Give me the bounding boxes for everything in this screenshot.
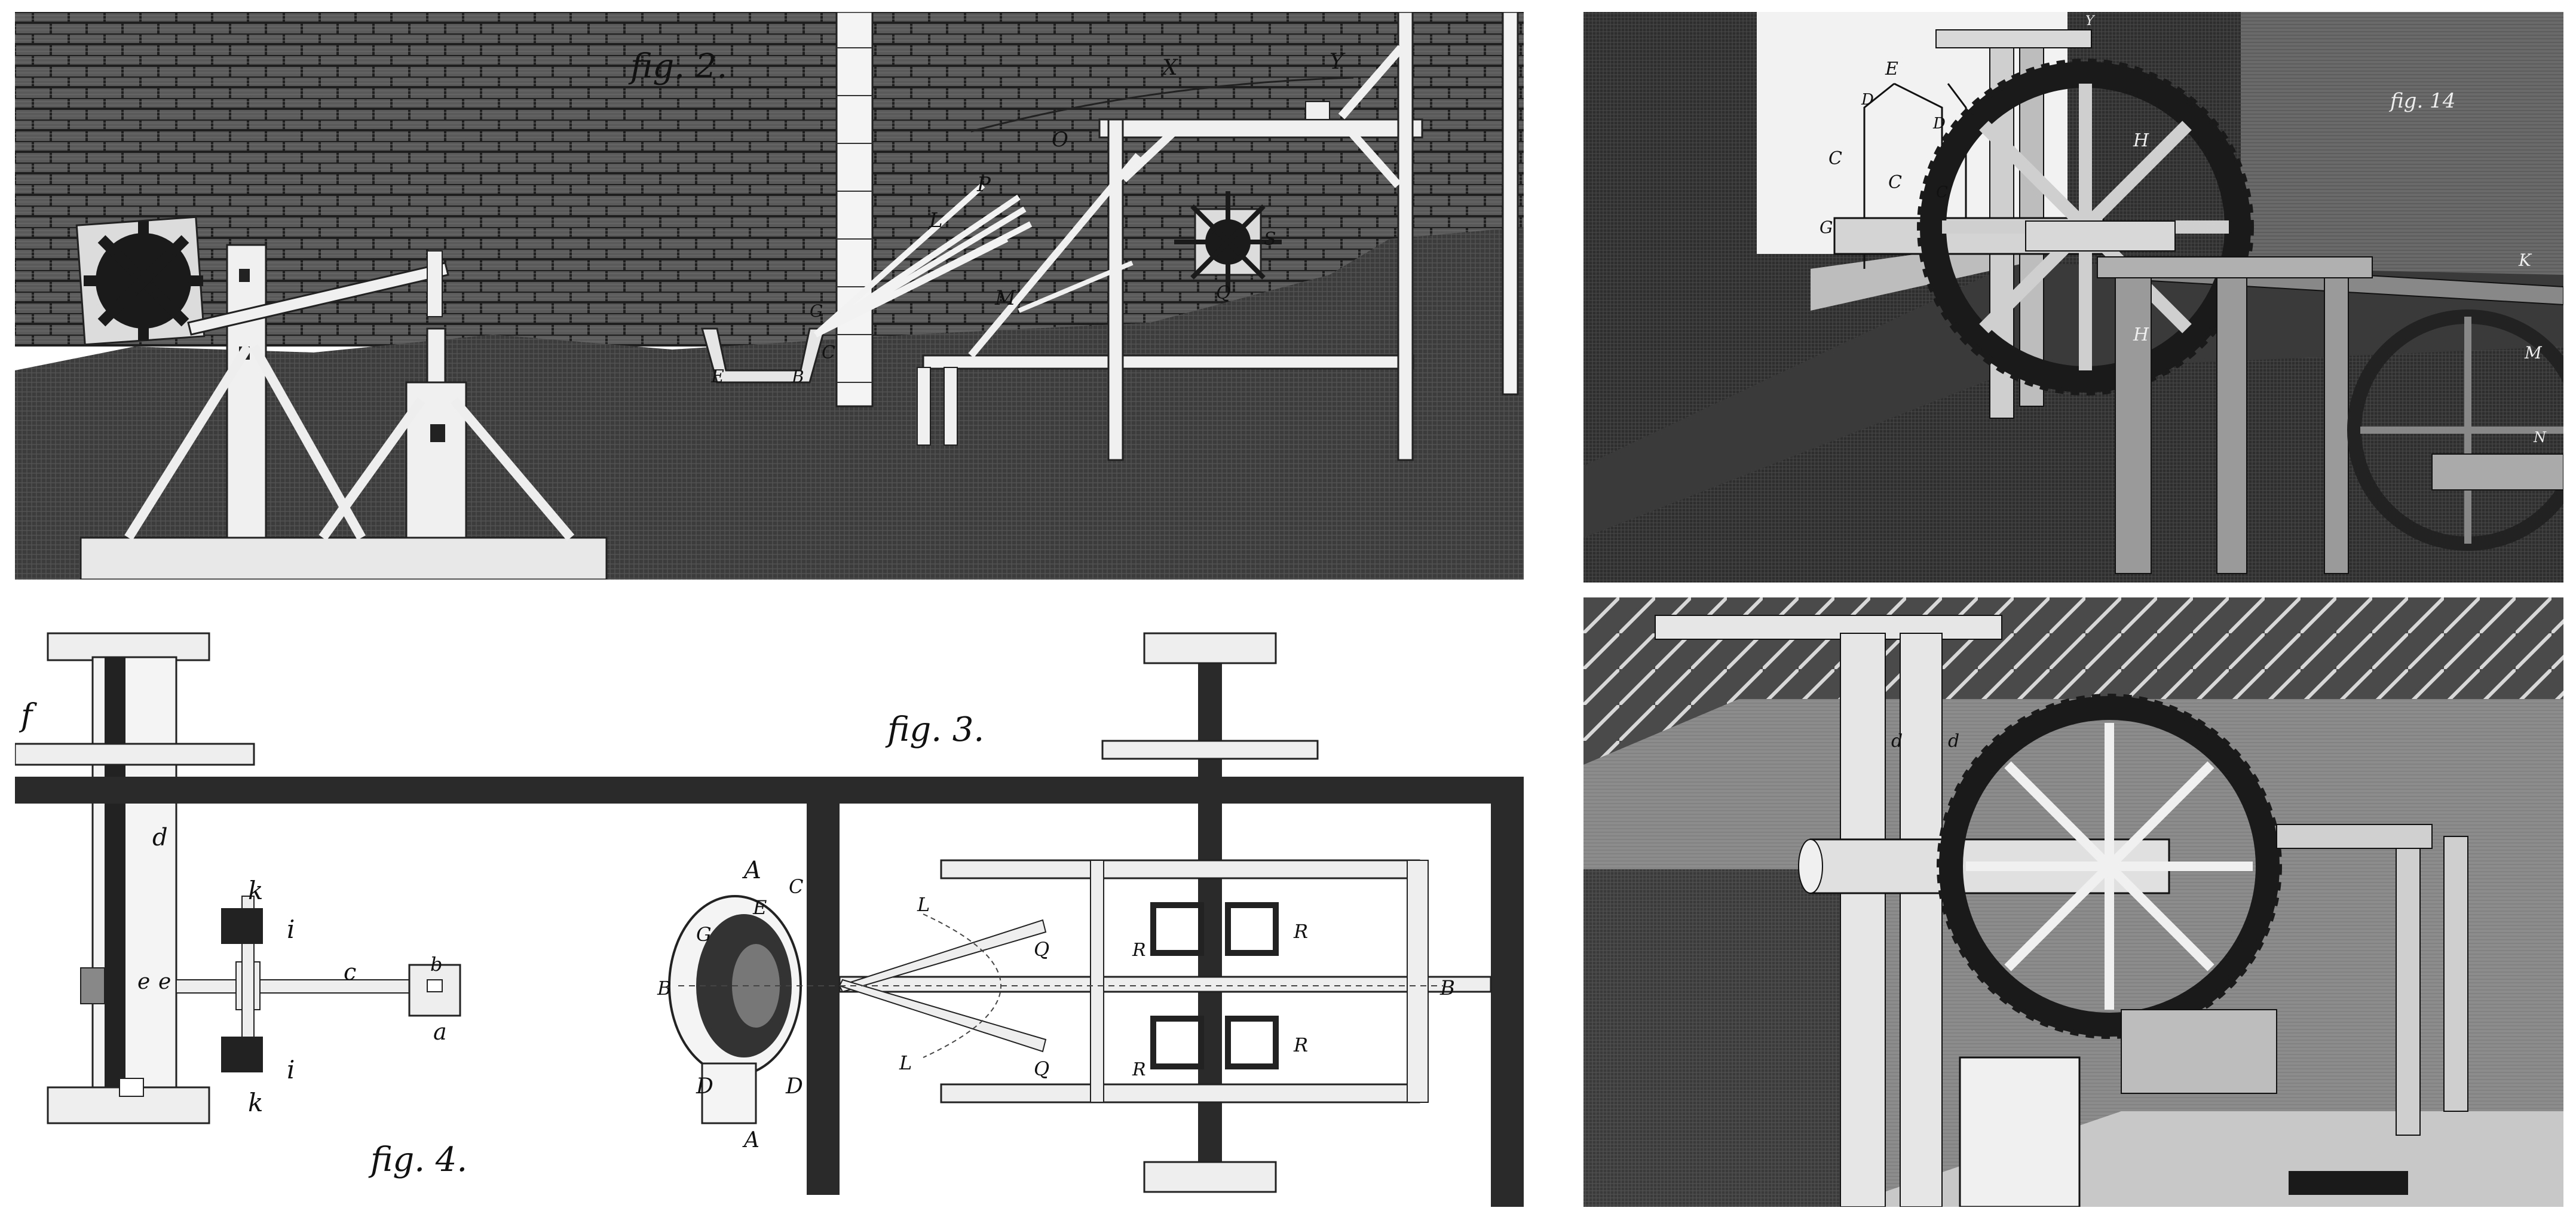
engraving-bottom-drawing: d d <box>1583 597 2563 1207</box>
engraving-top-letter-e: E <box>1885 59 1898 79</box>
fig4-letter-i-top: i <box>287 915 295 944</box>
fig2-letter-q: Q <box>1216 283 1231 304</box>
fig2-caption: fig. 2. <box>628 47 727 86</box>
fig3-fig4-drawing: fig. 3. A E C G B B D D A L L Q Q R R R … <box>15 632 1524 1207</box>
engraving-top-letter-d2: D <box>1932 115 1946 133</box>
fig4-letter-c: c <box>344 959 356 985</box>
engraving-top-caption: fig. 14 <box>2388 89 2455 113</box>
engraving-top-letter-g: G <box>1820 217 1833 237</box>
fig3-caption: fig. 3. <box>885 710 984 749</box>
engraving-top-letter-m: M <box>2524 343 2543 363</box>
fig4-letter-e1: e <box>137 970 150 994</box>
fig3-letter-l-top: L <box>917 893 930 916</box>
fig3-letter-g: G <box>696 923 712 946</box>
fig3-letter-q-bottom: Q <box>1034 1057 1049 1080</box>
engraving-top-letter-k: K <box>2518 250 2532 270</box>
fig4-caption: fig. 4. <box>368 1141 467 1179</box>
fig3-letter-d-left: D <box>696 1074 713 1099</box>
engraving-top-letter-c2: C <box>1888 172 1902 193</box>
engraving-bottom-letter-d2: d <box>1948 731 1959 752</box>
engraving-top-letter-h2: H <box>2133 324 2149 345</box>
fig3-letter-a-bottom: A <box>742 1128 759 1152</box>
fig3-letter-b-right: B <box>1439 976 1455 1000</box>
engraving-top-letter-c1: C <box>1828 148 1842 169</box>
fig3-letter-b-left: B <box>657 977 672 1000</box>
fig4-letter-k-top: k <box>248 876 263 905</box>
fig3-letter-e: E <box>752 896 767 919</box>
fig2-letter-g: G <box>810 301 823 321</box>
fig2-drawing: fig. 2. X Y O P L M S Q C E B G <box>15 12 1524 580</box>
engraving-top-drawing: fig. 14 Y E D D C C C G H H K M N <box>1583 12 2563 583</box>
fig2-letter-m: M <box>994 286 1016 310</box>
fig2-letter-b: B <box>791 367 804 387</box>
fig4-letter-d: d <box>152 824 168 851</box>
fig3-letter-c: C <box>789 875 803 898</box>
fig3-letter-r2: R <box>1293 920 1308 943</box>
fig3-letter-q-top: Q <box>1034 938 1049 961</box>
engraving-top-letter-c3: C <box>1936 183 1948 201</box>
engraving-top-letter-n: N <box>2533 429 2547 446</box>
fig2-letter-x: X <box>1160 56 1178 80</box>
engraving-bottom-letter-d1: d <box>1891 731 1903 752</box>
fig2-letter-e: E <box>710 366 724 387</box>
fig3-letter-l-bottom: L <box>899 1052 912 1074</box>
engraving-top-panel: fig. 14 Y E D D C C C G H H K M N <box>1583 12 2563 583</box>
engraving-top-letter-y: Y <box>2085 14 2096 29</box>
fig3-letter-r1: R <box>1132 940 1146 961</box>
fig3-letter-d-right: D <box>785 1074 803 1099</box>
fig4-letter-f: f <box>19 698 37 734</box>
fig2-letter-p: P <box>976 173 991 197</box>
fig4-letter-b: b <box>430 953 442 976</box>
fig4-letter-a: a <box>433 1019 447 1045</box>
fig2-letter-y: Y <box>1330 50 1346 74</box>
fig3-letter-a-top: A <box>742 857 761 884</box>
fig2-letter-s: S <box>1264 229 1276 250</box>
fig4-letter-e2: e <box>158 970 171 994</box>
fig3-letter-r4: R <box>1293 1034 1308 1056</box>
fig4-letter-i-bottom: i <box>287 1055 295 1084</box>
fig4-letter-k-bottom: k <box>248 1088 263 1117</box>
engraving-top-letter-d1: D <box>1861 91 1874 109</box>
fig2-elevation-panel: fig. 2. X Y O P L M S Q C E B G <box>15 12 1524 580</box>
fig3-letter-r3: R <box>1132 1059 1146 1080</box>
fig2-letter-c: C <box>822 342 835 363</box>
engraving-bottom-panel: d d <box>1583 597 2563 1207</box>
fig2-letter-l: L <box>929 209 943 232</box>
fig3-fig4-plan-panel: fig. 3. A E C G B B D D A L L Q Q R R R … <box>15 597 1524 1207</box>
engraving-top-letter-h1: H <box>2133 130 2149 151</box>
fig2-letter-o: O <box>1052 128 1068 152</box>
